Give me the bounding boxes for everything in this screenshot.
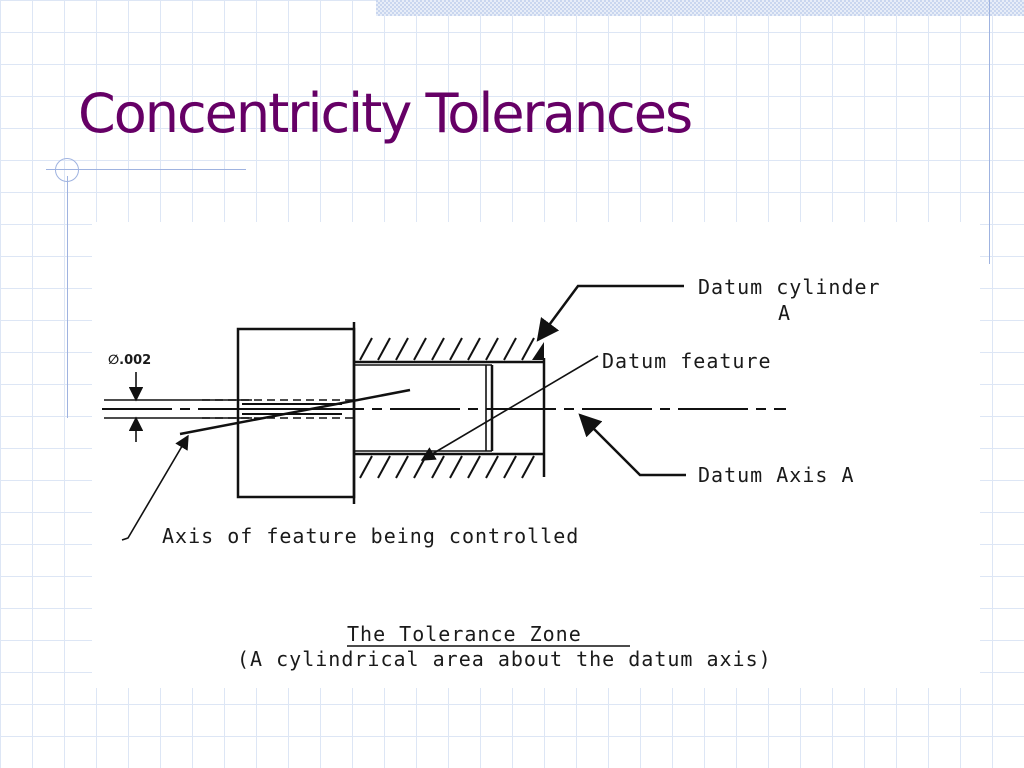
caption-title: The Tolerance Zone bbox=[347, 622, 582, 646]
hatching-top bbox=[359, 337, 544, 361]
controlled-feature-cylinder bbox=[236, 322, 356, 504]
datum-cylinder-outline bbox=[354, 358, 546, 477]
tolerance-zone bbox=[104, 372, 354, 442]
controlled-feature-axis bbox=[179, 388, 411, 436]
leader-datum-cylinder bbox=[536, 284, 684, 342]
decorative-circle bbox=[55, 158, 79, 182]
leader-datum-axis bbox=[578, 413, 686, 477]
slide-title: Concentricity Tolerances bbox=[78, 82, 693, 145]
decorative-rule-vertical-left bbox=[67, 176, 68, 418]
label-datum-feature: Datum feature bbox=[602, 349, 772, 373]
label-datum-cylinder: Datum cylinder bbox=[698, 275, 881, 299]
decorative-rule-vertical-right bbox=[989, 0, 990, 264]
leader-datum-feature bbox=[420, 355, 599, 461]
label-datum-cylinder-letter: A bbox=[778, 301, 791, 325]
caption-subtitle: (A cylindrical area about the datum axis… bbox=[237, 647, 772, 671]
tolerance-value-label: ∅.002 bbox=[108, 353, 151, 368]
diagram-panel: ∅.002 Datum cylinder A Datum feature Dat… bbox=[92, 222, 980, 688]
label-datum-axis: Datum Axis A bbox=[698, 463, 855, 487]
concentricity-diagram: ∅.002 Datum cylinder A Datum feature Dat… bbox=[102, 275, 881, 671]
label-axis-of-feature: Axis of feature being controlled bbox=[162, 524, 579, 548]
hatching-bottom bbox=[359, 455, 535, 479]
title-underline-rule bbox=[46, 169, 246, 170]
leader-axis-of-feature bbox=[121, 434, 189, 541]
header-decoration-band bbox=[376, 0, 1024, 16]
